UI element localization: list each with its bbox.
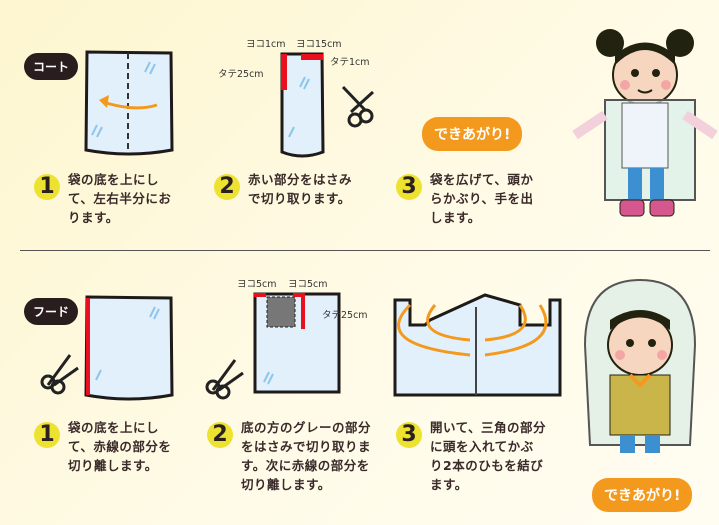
hood-step-1: 1 袋の底を上にして、赤線の部分を切り離します。 (34, 418, 179, 475)
scissors-icon (205, 359, 244, 400)
coat-step-1: 1 袋の底を上にして、左右半分におります。 (34, 170, 179, 227)
step-number: 1 (34, 422, 60, 448)
hood-step-3: 3 開いて、三角の部分に頭を入れてかぶり2本のひもを結びます。 (396, 418, 546, 494)
coat-done-badge: できあがり! (422, 117, 523, 151)
step-text: 赤い部分をはさみで切り取ります。 (248, 172, 353, 206)
girl-in-coat-illustration (572, 29, 718, 217)
label-tate1: タテ1cm (330, 57, 370, 68)
step-text: 袋を広げて、頭からかぶり、手を出します。 (430, 172, 534, 225)
hood-done-badge: できあがり! (592, 478, 693, 512)
scissors-icon (40, 354, 79, 395)
label-tate25: タテ25cm (322, 310, 368, 321)
coat-bag-cut-illustration (280, 52, 325, 158)
section-divider (20, 250, 710, 251)
label-yoko1: ヨコ1cm (246, 39, 286, 50)
hood-step-2: 2 底の方のグレーの部分をはさみで切り取ります。次に赤線の部分を切り離します。 (207, 418, 377, 494)
step-number: 2 (207, 422, 233, 448)
step-number: 3 (396, 174, 422, 200)
step-text: 底の方のグレーの部分をはさみで切り取ります。次に赤線の部分を切り離します。 (241, 420, 372, 492)
step-number: 3 (396, 422, 422, 448)
coat-tag: コート (24, 53, 79, 80)
label-tate25: タテ25cm (218, 69, 264, 80)
hood-bag-illustration (84, 295, 174, 401)
label-yoko5-right: ヨコ5cm (288, 279, 328, 290)
hood-tag: フード (24, 298, 79, 325)
hood-bag-cut-illustration (253, 292, 341, 394)
label-yoko5-left: ヨコ5cm (237, 279, 277, 290)
boy-in-hood-illustration (583, 278, 697, 453)
coat-step-3: 3 袋を広げて、頭からかぶり、手を出します。 (396, 170, 546, 227)
coat-step-2: 2 赤い部分をはさみで切り取ります。 (214, 170, 364, 208)
label-yoko15: ヨコ15cm (296, 39, 342, 50)
step-text: 袋の底を上にして、赤線の部分を切り離します。 (68, 420, 172, 473)
step-text: 開いて、三角の部分に頭を入れてかぶり2本のひもを結びます。 (430, 420, 547, 492)
step-text: 袋の底を上にして、左右半分におります。 (68, 172, 172, 225)
hood-open-illustration (393, 293, 562, 397)
step-number: 2 (214, 174, 240, 200)
step-number: 1 (34, 174, 60, 200)
coat-bag-fold-illustration (84, 50, 174, 156)
scissors-icon (341, 85, 375, 128)
